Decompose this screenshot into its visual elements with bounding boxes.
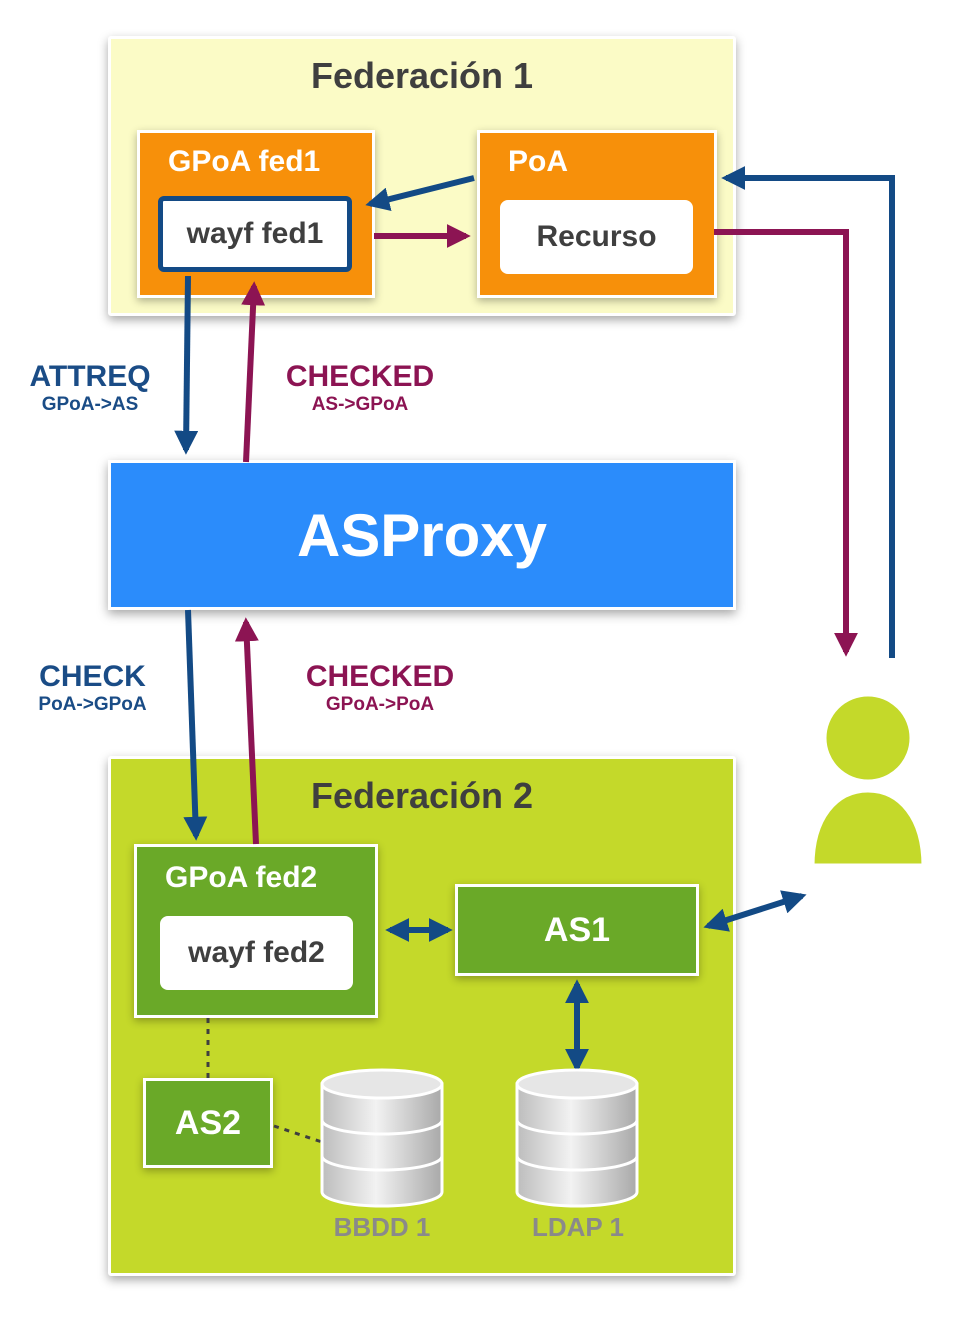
as2-box: AS2 [143,1078,273,1168]
ldap1-database-icon [515,1068,639,1208]
asproxy-box: ASProxy [108,460,736,610]
arrow-recurso-to-user [714,229,858,657]
as1-label: AS1 [543,910,611,949]
arrow-user-to-poa [721,166,895,658]
bbdd1-label: BBDD 1 [333,1212,431,1242]
federation-2-title: Federación 2 [310,775,534,816]
checked-bottom-label: CHECKED GPoA->PoA [280,660,480,716]
check-sub: PoA->GPoA [38,694,147,715]
arrow-attreq [174,275,199,455]
arrow-checked-bottom [234,617,259,845]
arrow-as1-user [703,890,807,932]
attreq-label: ATTREQ GPoA->AS [10,360,170,416]
wayf-fed1-box: wayf fed1 [158,196,352,272]
recurso-box: Recurso [500,200,693,274]
attreq-sub: GPoA->AS [41,394,139,415]
gpoa-fed2-title: GPoA fed2 [165,861,318,894]
wayf-fed2-box: wayf fed2 [160,916,353,990]
check-label: CHECK PoA->GPoA [10,660,175,716]
checked-bottom-title: CHECKED [305,660,455,693]
poa-title: PoA [508,145,568,178]
ldap1-label: LDAP 1 [532,1212,624,1242]
arrow-checked-top [241,281,266,463]
arrow-poa-to-wayf1 [365,175,475,211]
arrow-check [183,609,208,841]
attreq-title: ATTREQ [29,360,151,393]
checked-top-title: CHECKED [285,360,435,393]
as1-box: AS1 [455,884,699,976]
dotted-as2-bbdd [273,1124,323,1144]
checked-top-label: CHECKED AS->GPoA [260,360,460,416]
user-icon [809,691,927,869]
check-title: CHECK [39,660,146,693]
checked-bottom-sub: GPoA->PoA [325,694,435,715]
gpoa-fed1-title: GPoA fed1 [168,145,321,178]
as2-label: AS2 [174,1103,242,1142]
federation-1-title: Federación 1 [310,55,534,96]
bbdd1-database-icon [320,1068,444,1208]
checked-top-sub: AS->GPoA [311,394,409,415]
